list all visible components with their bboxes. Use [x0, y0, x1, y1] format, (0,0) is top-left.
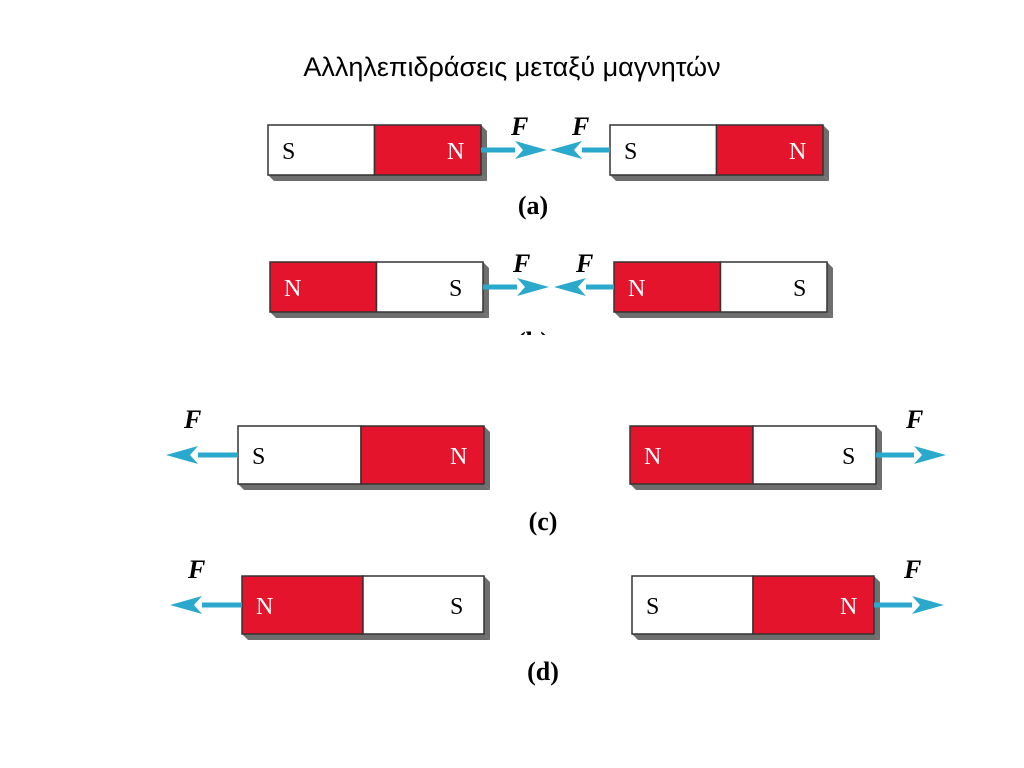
pole-label: S	[793, 276, 806, 302]
magnet-side-shade	[483, 262, 489, 318]
force-arrow-right	[876, 446, 946, 464]
pole-label: N	[447, 139, 464, 165]
slide-title: Αλληλεπιδράσεις μεταξύ μαγνητών	[303, 52, 721, 82]
arrow-head	[554, 278, 586, 296]
force-label: F	[183, 405, 201, 434]
magnet-bottom-shade	[270, 312, 489, 318]
pole-label: N	[644, 444, 661, 470]
caption-3: (c)	[529, 507, 558, 536]
pole-label: S	[449, 276, 462, 302]
magnet-bottom-shade	[268, 175, 487, 181]
force-label: F	[905, 405, 923, 434]
north-pole	[360, 425, 485, 485]
force-arrow-left	[554, 278, 614, 296]
pole-label: N	[628, 276, 645, 302]
magnet-bottom-shade	[610, 175, 829, 181]
pole-label: N	[284, 276, 301, 302]
caption-1: (a)	[518, 191, 548, 220]
pole-label: N	[840, 594, 857, 620]
magnet-bottom-shade	[238, 484, 490, 490]
south-pole	[631, 575, 754, 635]
north-pole	[715, 124, 824, 176]
north-pole	[269, 261, 378, 313]
arrow-head	[914, 446, 946, 464]
force-arrow-left	[170, 596, 242, 614]
caption-2: (b)	[517, 327, 549, 356]
arrow-head	[550, 141, 582, 159]
pole-label: S	[646, 594, 659, 620]
force-label: F	[903, 555, 921, 584]
arrow-head	[517, 278, 549, 296]
arrow-head	[912, 596, 944, 614]
magnet-side-shade	[484, 426, 490, 490]
south-pole	[237, 425, 362, 485]
magnet-side-shade	[481, 125, 487, 181]
south-pole	[375, 261, 484, 313]
pole-label: N	[256, 594, 273, 620]
force-label: F	[571, 112, 589, 141]
force-label: F	[512, 249, 530, 278]
south-pole	[752, 425, 877, 485]
north-pole	[241, 575, 364, 635]
magnet-bottom-shade	[630, 484, 882, 490]
pole-label: S	[282, 139, 295, 165]
magnet-bottom-shade	[242, 634, 490, 640]
magnet-side-shade	[827, 262, 833, 318]
caption-4: (d)	[527, 657, 559, 686]
magnet-bottom-shade	[632, 634, 880, 640]
force-arrow-right	[483, 278, 549, 296]
pole-label: S	[842, 444, 855, 470]
force-label: F	[510, 112, 528, 141]
arrow-head	[515, 141, 547, 159]
force-arrow-right	[481, 141, 547, 159]
pole-label: S	[252, 444, 265, 470]
magnet-bottom-shade	[614, 312, 833, 318]
magnet-side-shade	[823, 125, 829, 181]
force-label: F	[187, 555, 205, 584]
south-pole	[362, 575, 485, 635]
force-arrow-left	[166, 446, 238, 464]
magnet-side-shade	[876, 426, 882, 490]
south-pole	[267, 124, 376, 176]
magnet-side-shade	[874, 576, 880, 640]
force-arrow-left	[550, 141, 610, 159]
arrow-head	[170, 596, 202, 614]
pole-label: N	[789, 139, 806, 165]
pole-label: S	[624, 139, 637, 165]
arrow-head	[166, 446, 198, 464]
north-pole	[752, 575, 875, 635]
pole-label: S	[450, 594, 463, 620]
north-pole	[373, 124, 482, 176]
magnet-side-shade	[484, 576, 490, 640]
force-label: F	[575, 249, 593, 278]
force-arrow-right	[874, 596, 944, 614]
pole-label: N	[450, 444, 467, 470]
south-pole	[719, 261, 828, 313]
south-pole	[609, 124, 718, 176]
